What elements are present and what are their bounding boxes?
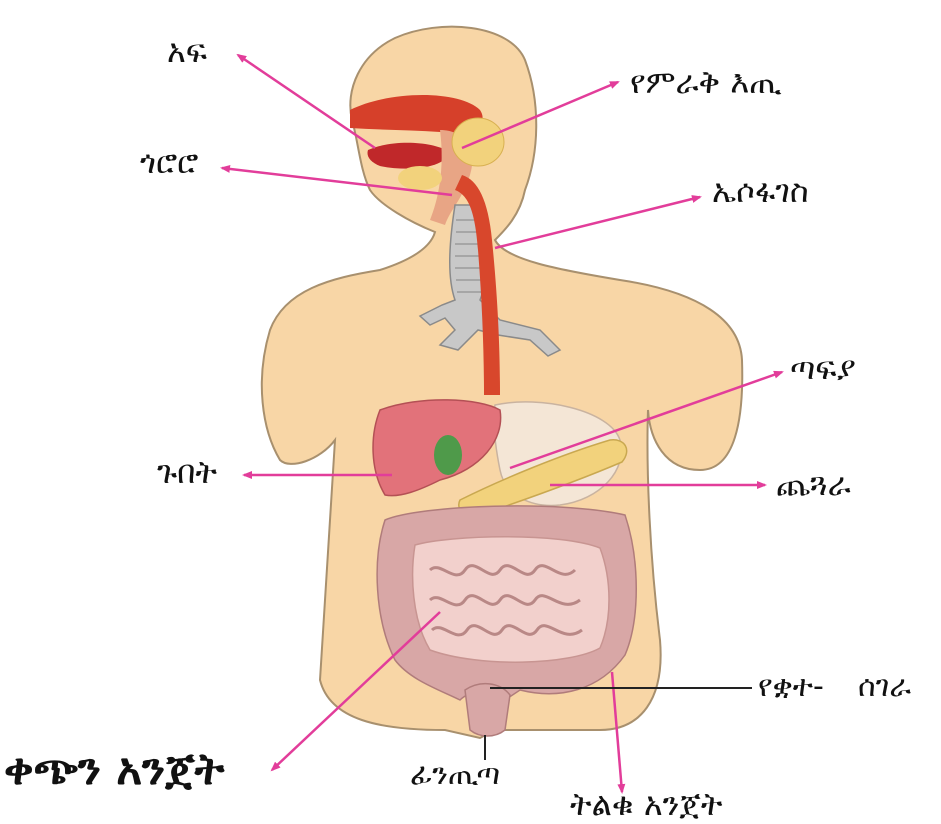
label-stomach: ጨጓራ (776, 468, 851, 500)
gallbladder-shape (434, 435, 462, 475)
label-appendix-part1: የቋተ- (758, 672, 824, 702)
label-large-intestine: ትልቁ አንጀት (570, 788, 722, 820)
arrow-esophagus (495, 197, 700, 248)
salivary-gland-lower-shape (398, 166, 442, 190)
rectum-shape (465, 684, 510, 736)
label-liver: ጉበት (157, 456, 217, 488)
label-small-intestine: ቀጭን አንጀት (4, 748, 224, 792)
label-mouth: አፍ (167, 35, 207, 67)
label-appendix-part2: ሰገራ (858, 672, 911, 702)
label-esophagus: ኤሶፋገስ (712, 175, 809, 207)
label-anus: ፊንጢጣ (410, 760, 500, 790)
label-liver-gallbladder: ጣፍያ (790, 352, 856, 384)
label-pharynx: ጎሮሮ (140, 146, 198, 178)
label-salivary-gland: የምራቅ እጢ (630, 66, 782, 98)
